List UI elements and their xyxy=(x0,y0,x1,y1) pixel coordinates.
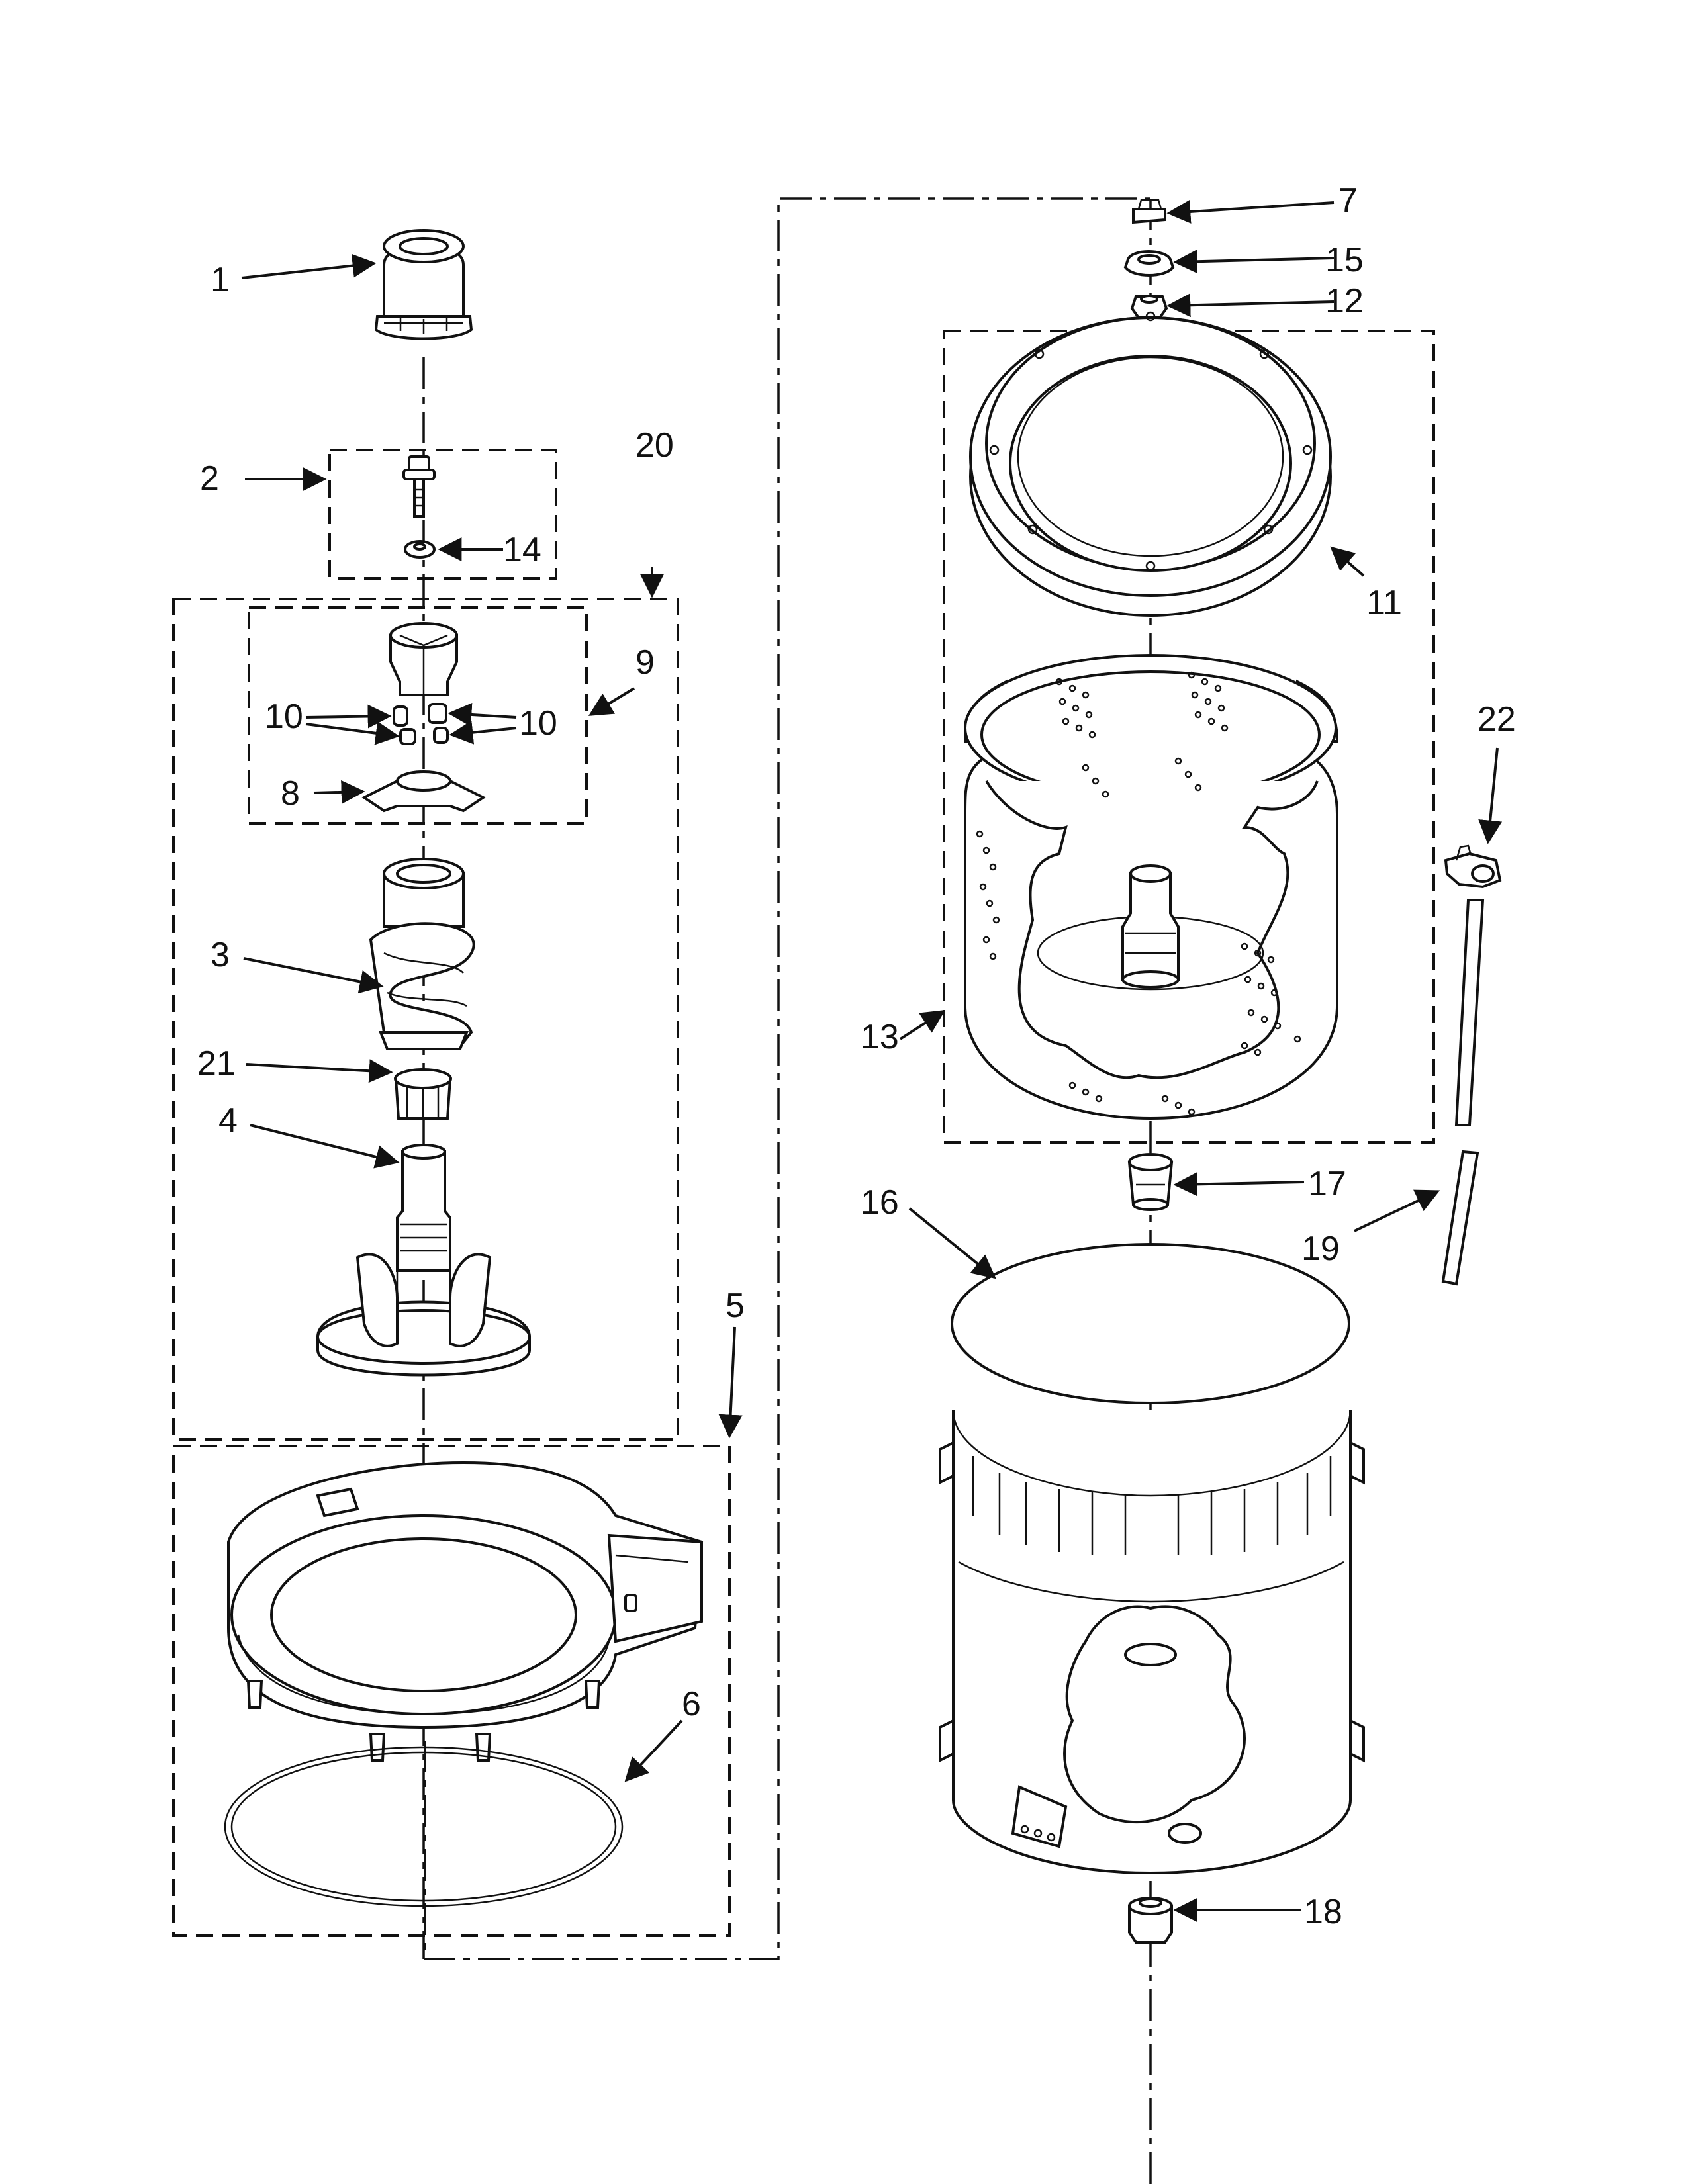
part-11-balance-ring xyxy=(969,311,1332,617)
group-box-9 xyxy=(248,606,588,825)
leader-arrows xyxy=(241,199,1503,1922)
callout-5: 5 xyxy=(726,1287,745,1325)
callout-13: 13 xyxy=(861,1018,899,1056)
callout-10-right: 10 xyxy=(519,704,557,743)
part-12-nut xyxy=(1130,295,1168,319)
callout-18: 18 xyxy=(1304,1893,1342,1931)
callout-15: 15 xyxy=(1325,241,1364,279)
callout-17: 17 xyxy=(1308,1165,1346,1203)
callout-8: 8 xyxy=(281,774,300,813)
group-box-5 xyxy=(172,1445,731,1937)
callout-7: 7 xyxy=(1338,181,1358,220)
part-22-hose-clamp xyxy=(1444,844,1502,889)
part-16-outer-tub xyxy=(939,1243,1365,1875)
callout-20: 20 xyxy=(635,426,674,465)
part-1-agitator-cap xyxy=(374,229,473,340)
part-7-clip xyxy=(1132,199,1166,224)
callout-22: 22 xyxy=(1477,700,1516,739)
part-9-upper-cam xyxy=(389,622,458,696)
callout-6: 6 xyxy=(682,1685,701,1723)
callout-12: 12 xyxy=(1325,282,1364,320)
callout-2: 2 xyxy=(200,459,219,498)
callout-16: 16 xyxy=(861,1183,899,1222)
callout-21: 21 xyxy=(197,1044,236,1083)
group-box-2 xyxy=(328,449,557,580)
assembly-link-line xyxy=(424,197,1150,1960)
part-3-auger xyxy=(369,858,475,1050)
callout-3: 3 xyxy=(211,936,230,974)
part-6-tub-seal xyxy=(224,1746,624,1907)
part-21-drive-bell xyxy=(394,1068,452,1120)
part-5-tub-ring xyxy=(227,1461,704,1762)
part-10-dogs xyxy=(393,703,449,745)
part-17-hub xyxy=(1127,1153,1174,1211)
part-2-bolt xyxy=(402,455,436,518)
callout-4: 4 xyxy=(218,1101,238,1140)
part-14-washer xyxy=(404,540,436,559)
part-8-cam-base xyxy=(361,770,486,813)
callout-9: 9 xyxy=(635,643,655,682)
group-box-20 xyxy=(172,598,679,1441)
part-4-agitator-base xyxy=(316,1144,531,1377)
part-15-retainer xyxy=(1123,250,1175,277)
callout-11: 11 xyxy=(1366,584,1402,622)
part-13-spin-basket xyxy=(963,654,1339,1120)
callout-10-left: 10 xyxy=(265,698,303,736)
part-18-drain-plug xyxy=(1128,1897,1173,1944)
callout-14: 14 xyxy=(503,531,541,569)
callout-19: 19 xyxy=(1301,1230,1340,1268)
callout-1: 1 xyxy=(211,261,230,299)
part-19-hose xyxy=(1441,899,1485,1286)
